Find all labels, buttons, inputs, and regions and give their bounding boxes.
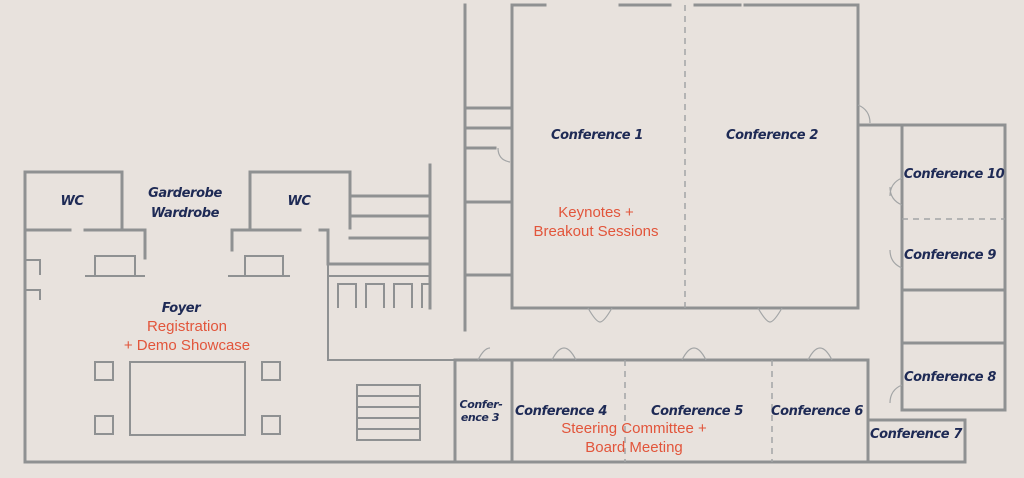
event-label-registration: Registration bbox=[147, 318, 227, 335]
room-label-conference-10: Conference 10 bbox=[904, 167, 1005, 182]
room-label-conference-5: Conference 5 bbox=[651, 404, 743, 419]
doors bbox=[477, 104, 903, 404]
walls bbox=[23, 3, 1007, 464]
room-label-conference-6: Conference 6 bbox=[771, 404, 863, 419]
event-label-board-meeting: Board Meeting bbox=[585, 439, 683, 456]
room-label-conference-9: Conference 9 bbox=[904, 248, 996, 263]
event-label-steering-committee: Steering Committee + bbox=[561, 420, 707, 437]
room-label-wc-right: WC bbox=[287, 194, 311, 209]
room-label-foyer: Foyer bbox=[162, 301, 202, 316]
room-label-conference-4: Conference 4 bbox=[515, 404, 607, 419]
room-label-conference-7: Conference 7 bbox=[870, 427, 963, 442]
room-label-wardrobe: Wardrobe bbox=[151, 206, 220, 221]
room-label-garderobe: Garderobe bbox=[148, 186, 222, 201]
event-label-demo-showcase: + Demo Showcase bbox=[124, 337, 250, 354]
room-label-wc-left: WC bbox=[60, 194, 84, 209]
room-label-conference-3-line2: ence 3 bbox=[461, 411, 500, 424]
room-label-conference-8: Conference 8 bbox=[904, 370, 996, 385]
event-label-breakout-sessions: Breakout Sessions bbox=[533, 223, 658, 240]
event-label-keynotes: Keynotes + bbox=[558, 204, 634, 221]
room-label-conference-3-line1: Confer- bbox=[460, 398, 503, 411]
room-label-conference-2: Conference 2 bbox=[726, 128, 818, 143]
room-label-conference-1: Conference 1 bbox=[551, 128, 643, 143]
